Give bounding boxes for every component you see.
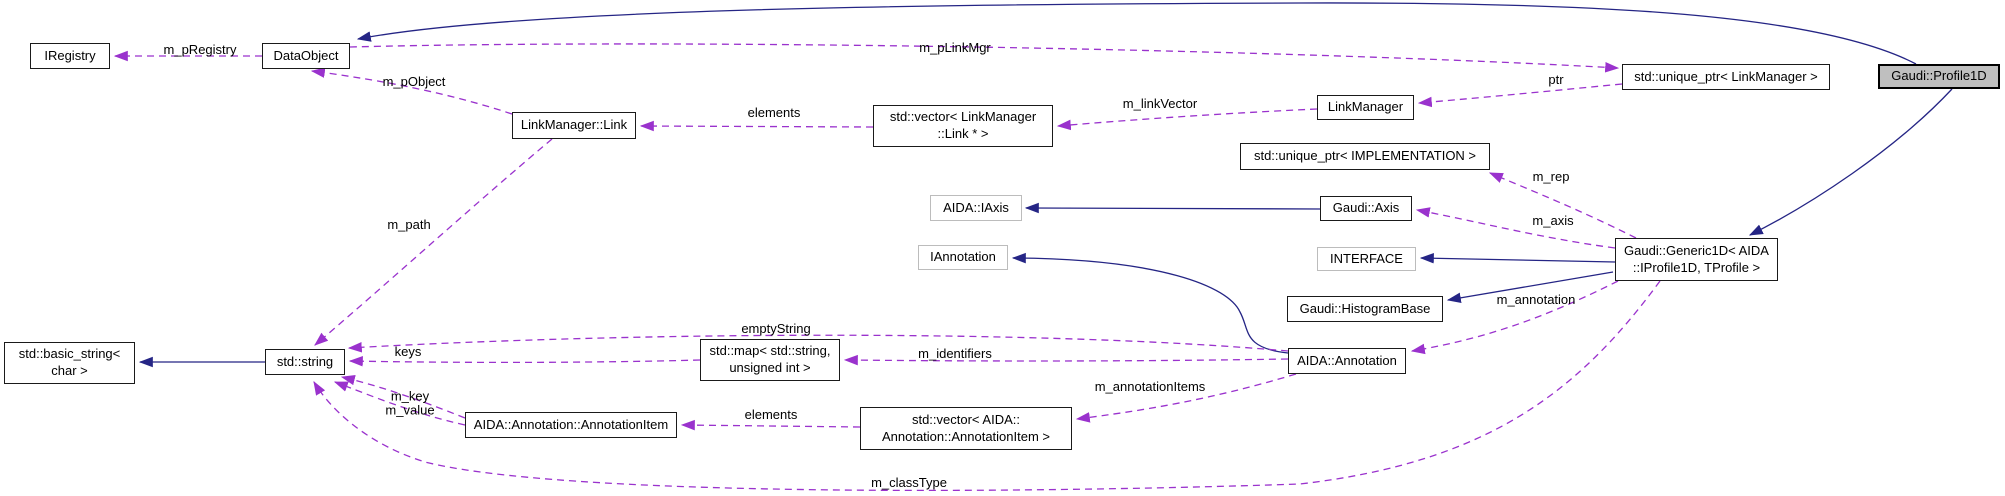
edge-label-ptr: ptr (1548, 71, 1564, 87)
edge-label-m-rep: m_rep (1532, 168, 1570, 184)
node-std-basic-string[interactable]: std::basic_string< char > (4, 342, 135, 384)
edge-label-m-plinkmgr: m_pLinkMgr (919, 39, 991, 55)
node-iregistry[interactable]: IRegistry (30, 43, 110, 69)
edge-usage-keys (348, 355, 701, 367)
edge-inherit-annotation-iannotation (1011, 252, 1289, 354)
edge-label-m-annotation: m_annotation (1496, 291, 1576, 307)
edge-usage-m-path (314, 138, 553, 346)
node-linkmanager-link[interactable]: LinkManager::Link (512, 112, 636, 139)
edge-usage-m-identifiers (843, 354, 1289, 366)
node-map-string-uint[interactable]: std::map< std::string, unsigned int > (700, 339, 840, 381)
edge-inherit-axis-iaxis (1024, 202, 1321, 214)
edge-usage-elements-bottom (680, 419, 861, 431)
node-unique-ptr-implementation[interactable]: std::unique_ptr< IMPLEMENTATION > (1240, 143, 1490, 170)
edge-label-emptystring: emptyString (741, 320, 811, 336)
node-std-string[interactable]: std::string (265, 349, 345, 375)
edge-inherit-generic1d-histogrambase (1446, 271, 1614, 304)
edge-label-m-classtype: m_classType (871, 474, 947, 490)
node-aida-iaxis: AIDA::IAxis (930, 195, 1022, 221)
node-annotationitem[interactable]: AIDA::Annotation::AnnotationItem (465, 412, 677, 438)
edge-label-keys: keys (394, 343, 422, 359)
edge-inherit-profile1d-dataobject (356, 2, 1917, 65)
node-aida-annotation[interactable]: AIDA::Annotation (1288, 348, 1406, 374)
edge-usage-m-classtype (313, 280, 1661, 492)
edge-label-elements-top: elements (747, 104, 801, 120)
edge-usage-m-pobject (310, 67, 513, 115)
edge-usage-emptystring (347, 334, 1289, 353)
edge-inherit-generic1d-interface (1419, 252, 1616, 264)
edge-usage-m-key (340, 374, 466, 419)
edge-usage-m-value (333, 381, 466, 426)
edge-usage-m-plinkmgr (349, 43, 1620, 73)
node-vector-annotationitem[interactable]: std::vector< AIDA:: Annotation::Annotati… (860, 407, 1072, 450)
node-gaudi-generic1d[interactable]: Gaudi::Generic1D< AIDA ::IProfile1D, TPr… (1615, 238, 1778, 281)
edge-usage-m-rep (1488, 172, 1637, 239)
node-linkmanager[interactable]: LinkManager (1317, 95, 1414, 120)
node-vector-linkmanager-link[interactable]: std::vector< LinkManager ::Link * > (873, 105, 1053, 147)
edge-label-elements-bottom: elements (744, 406, 798, 422)
node-iannotation: IAnnotation (918, 245, 1008, 270)
edge-usage-m-axis (1415, 207, 1616, 249)
edge-inherit-profile1d-generic1d (1748, 88, 1953, 236)
node-unique-ptr-linkmanager[interactable]: std::unique_ptr< LinkManager > (1622, 64, 1830, 90)
edge-label-m-pobject: m_pObject (382, 73, 446, 89)
edge-label-m-axis: m_axis (1532, 212, 1574, 228)
edge-label-m-annotationitems: m_annotationItems (1094, 378, 1206, 394)
edge-label-m-pregistry: m_pRegistry (163, 41, 237, 57)
edge-label-m-linkvector: m_linkVector (1122, 95, 1198, 111)
node-interface: INTERFACE (1317, 247, 1416, 271)
node-gaudi-profile1d: Gaudi::Profile1D (1878, 64, 2000, 89)
edge-usage-m-annotationitems (1075, 373, 1297, 423)
node-gaudi-histogrambase[interactable]: Gaudi::HistogramBase (1287, 296, 1443, 322)
edge-usage-elements-top (639, 120, 874, 132)
edge-usage-m-annotation (1410, 280, 1619, 355)
edge-usage-ptr (1417, 83, 1623, 108)
edge-usage-m-linkvector (1056, 108, 1318, 131)
node-dataobject[interactable]: DataObject (262, 43, 350, 69)
edge-label-m-identifiers: m_identifiers (918, 345, 992, 361)
edge-label-m-path: m_path (387, 216, 431, 232)
node-gaudi-axis[interactable]: Gaudi::Axis (1320, 196, 1412, 221)
edge-label-m-key-m-value: m_key m_value (385, 388, 435, 418)
